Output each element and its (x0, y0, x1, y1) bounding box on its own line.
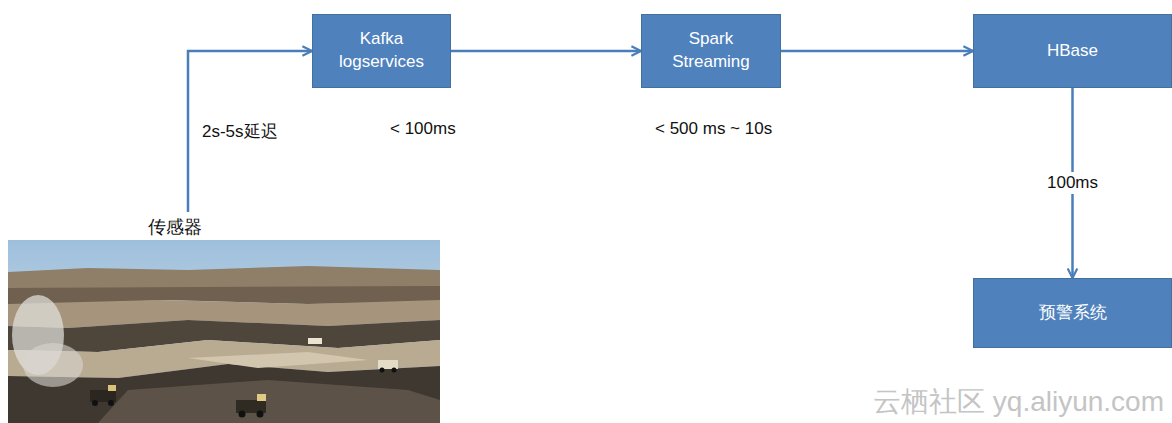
box-label: Kafka logservices (323, 28, 440, 74)
latency-label: 2s-5s延迟 (200, 121, 280, 142)
dust-cloud (12, 295, 83, 387)
latency-label: 100ms (1045, 172, 1100, 193)
sensor-label: 传感器 (8, 212, 440, 239)
latency-note: < 100ms (390, 118, 456, 139)
flow-arrow (188, 51, 312, 212)
mine-photo (8, 240, 440, 423)
flow-arrow (781, 50, 973, 53)
box-label: 预警系统 (1039, 302, 1107, 325)
haul-trucks (90, 338, 398, 418)
pit-terraces (8, 266, 440, 423)
sensor-photo: 传感器 (8, 212, 440, 423)
process-box: Spark Streaming (641, 14, 781, 88)
watermark: 云栖社区 yq.aliyun.com (873, 384, 1164, 419)
box-label: Spark Streaming (652, 28, 770, 74)
process-box: Kafka logservices (312, 14, 451, 88)
sky (8, 240, 440, 423)
latency-note: < 500 ms ~ 10s (655, 118, 772, 139)
flow-arrow (451, 50, 641, 53)
process-box: 预警系统 (973, 278, 1172, 348)
process-box: HBase (973, 14, 1172, 88)
box-label: HBase (1047, 40, 1098, 63)
